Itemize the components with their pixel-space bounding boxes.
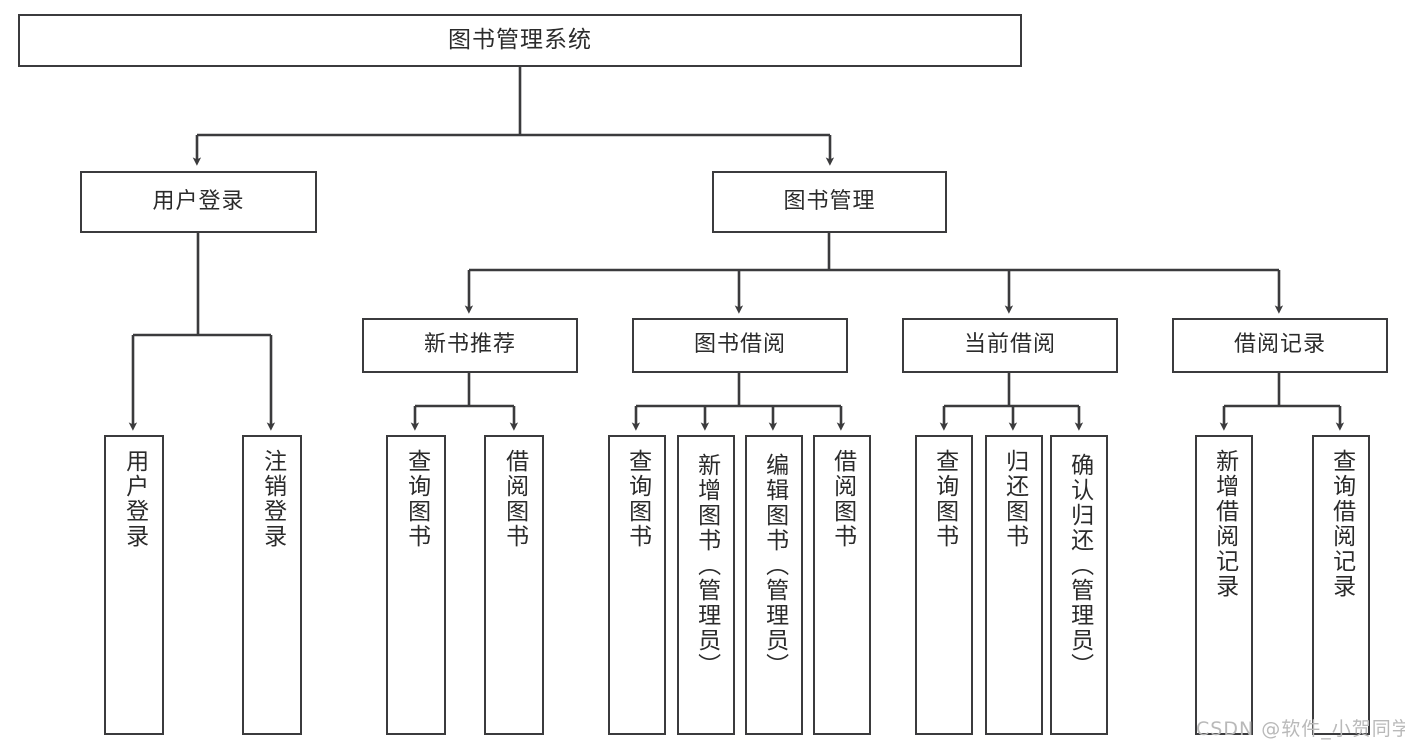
node-label: 新增借阅记录 (1211, 449, 1238, 599)
csdn-watermark: CSDN @软件_小贺同学 (1196, 718, 1405, 740)
leaf-user-login-signin[interactable]: 用户登录 (104, 435, 164, 735)
node-label: 新书推荐 (423, 332, 516, 358)
leaf-new-book-query-book[interactable]: 查询图书 (386, 435, 446, 735)
leaf-record-add-borrow-record[interactable]: 新增借阅记录 (1195, 435, 1253, 735)
node-label: 用户登录 (152, 188, 245, 214)
node-root-library-system[interactable]: 图书管理系统 (18, 14, 1022, 67)
node-label: 图书借阅 (693, 332, 786, 358)
node-label: 借阅图书 (501, 449, 528, 549)
node-label: 注销登录 (259, 449, 286, 549)
leaf-borrow-add-book-admin[interactable]: 新增图书（管理员） (677, 435, 735, 735)
leaf-borrow-edit-book-admin[interactable]: 编辑图书（管理员） (745, 435, 803, 735)
node-label: 查询图书 (403, 449, 430, 549)
node-label: 归还图书 (1001, 449, 1028, 549)
node-label: 当前借阅 (963, 332, 1056, 358)
node-label: 查询图书 (931, 449, 958, 549)
node-new-book-recommend[interactable]: 新书推荐 (362, 318, 578, 373)
node-label: 图书管理系统 (448, 26, 592, 53)
node-current-borrow[interactable]: 当前借阅 (902, 318, 1118, 373)
leaf-record-query-borrow-record[interactable]: 查询借阅记录 (1312, 435, 1370, 735)
node-book-borrow[interactable]: 图书借阅 (632, 318, 848, 373)
node-label: 图书管理 (783, 188, 876, 214)
node-label: 查询借阅记录 (1328, 449, 1355, 599)
node-label: 新增图书（管理员） (693, 453, 720, 678)
leaf-borrow-borrow-book[interactable]: 借阅图书 (813, 435, 871, 735)
leaf-current-query-book[interactable]: 查询图书 (915, 435, 973, 735)
node-book-management[interactable]: 图书管理 (712, 171, 947, 233)
leaf-current-return-book[interactable]: 归还图书 (985, 435, 1043, 735)
node-label: 查询图书 (624, 449, 651, 549)
node-label: 编辑图书（管理员） (761, 453, 788, 678)
leaf-current-confirm-return-admin[interactable]: 确认归还（管理员） (1050, 435, 1108, 735)
node-label: 确认归还（管理员） (1066, 453, 1093, 678)
leaf-new-book-borrow-book[interactable]: 借阅图书 (484, 435, 544, 735)
node-label: 借阅图书 (829, 449, 856, 549)
leaf-borrow-query-book[interactable]: 查询图书 (608, 435, 666, 735)
node-label: 用户登录 (121, 449, 148, 549)
leaf-user-login-signout[interactable]: 注销登录 (242, 435, 302, 735)
node-borrow-record[interactable]: 借阅记录 (1172, 318, 1388, 373)
node-user-login[interactable]: 用户登录 (80, 171, 317, 233)
node-label: 借阅记录 (1233, 332, 1326, 358)
